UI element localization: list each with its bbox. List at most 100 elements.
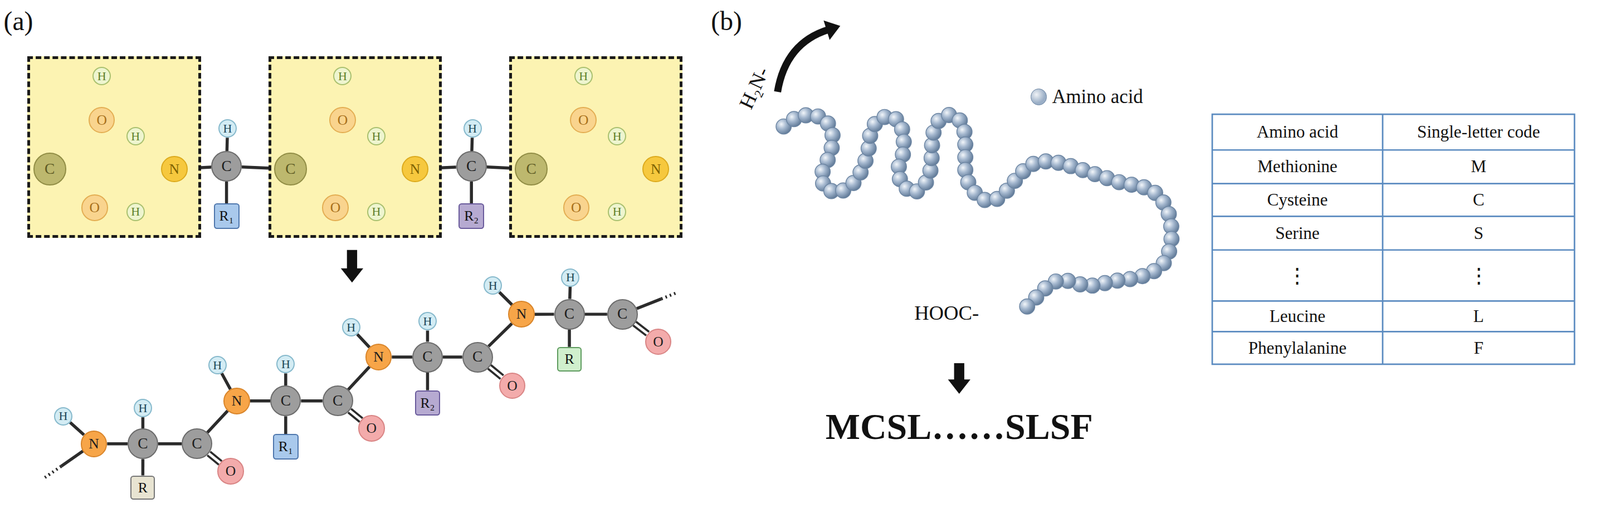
atom-circle: C [514, 152, 548, 186]
bond-stroke [284, 373, 287, 386]
atom-circle: C [270, 385, 301, 417]
atom-label: H [281, 358, 291, 371]
table-rule [1212, 149, 1575, 151]
atom-label: H [130, 205, 140, 218]
table-rule [1212, 300, 1575, 302]
atom-label: C [191, 436, 202, 452]
bond-line [142, 417, 144, 429]
bond-stroke [207, 410, 228, 433]
atom-label: H [371, 130, 381, 143]
r-group-label: R₁ [278, 439, 294, 455]
bond-line [357, 334, 370, 348]
table-cell: ⋮ [1286, 264, 1308, 287]
bond-line [221, 373, 231, 390]
bond-line [226, 137, 228, 151]
bond-line [534, 314, 555, 315]
bond-line [285, 416, 286, 434]
atom-circle: C [211, 150, 242, 182]
atom-label: H [488, 279, 498, 292]
chain-tail [636, 299, 662, 309]
bond-line [285, 373, 286, 386]
bond-line [391, 357, 413, 358]
dashed-box: HOCONHH [268, 56, 442, 238]
bond-line [632, 322, 650, 336]
double-bond-stroke [207, 455, 219, 465]
table-rule [1212, 249, 1575, 251]
atom-circle: H [418, 311, 437, 331]
atom-label: H [566, 271, 575, 284]
atom-circle: H [561, 268, 580, 287]
bond-stroke [141, 459, 145, 476]
double-bond-stroke [488, 368, 501, 380]
atom-label: C [332, 393, 343, 409]
panel-label: (a) [3, 6, 34, 36]
atom-label: C [44, 161, 55, 177]
double-bond-stroke [632, 325, 647, 336]
panel-label: (b) [710, 6, 743, 36]
atom-label: C [526, 161, 537, 177]
atom-label: C [137, 436, 148, 452]
bond-line [300, 400, 323, 402]
atom-label: H [371, 205, 381, 218]
table-cell: S [1473, 223, 1484, 243]
atom-label: H [138, 402, 148, 415]
atom-circle: O [563, 194, 590, 222]
dashed-box: HOCONHH [509, 56, 683, 238]
bond-line [427, 330, 428, 342]
atom-label: H [97, 70, 107, 83]
atom-label: C [221, 158, 232, 174]
atom-circle: H [574, 66, 593, 86]
bond-line [250, 400, 271, 402]
bond-stroke [499, 292, 512, 306]
atom-circle: H [342, 318, 361, 337]
atom-circle: H [54, 407, 73, 426]
table-cell: Methionine [1257, 157, 1338, 177]
r-group-label: R [564, 352, 574, 367]
atom-circle: N [223, 387, 251, 415]
r-group-box: R [557, 347, 582, 372]
r-group-label: R₁ [219, 208, 234, 224]
atom-label: H [59, 410, 68, 423]
bond-line [488, 323, 512, 347]
bond-line [106, 443, 128, 445]
atom-circle: H [126, 202, 145, 222]
atom-label: O [96, 113, 107, 128]
table-cell: Phenylalanine [1248, 338, 1347, 358]
table-cell: M [1470, 157, 1487, 177]
atom-label: O [89, 200, 101, 216]
atom-label: H [223, 122, 233, 135]
r-group-box: R₁ [213, 203, 240, 229]
atom-circle: N [161, 155, 188, 183]
bond-line [471, 137, 473, 151]
table-cell: Leucine [1269, 306, 1326, 326]
direction-arrowhead [823, 20, 841, 41]
atom-circle: N [642, 155, 670, 183]
atom-circle: H [126, 127, 145, 146]
table-rule [1212, 330, 1575, 333]
r-group-box: R [130, 475, 155, 501]
r-group-label: R [138, 480, 148, 496]
bond-stroke [567, 329, 571, 348]
atom-label: C [617, 306, 628, 322]
atom-label: H [578, 70, 588, 83]
atom-circle: H [92, 66, 111, 86]
bond-stroke [584, 312, 608, 316]
atom-label: O [571, 200, 582, 216]
bond-stroke [141, 417, 145, 429]
bond-line [471, 181, 472, 204]
atom-label: O [652, 334, 664, 350]
bond-line [569, 329, 570, 348]
atom-label: C [422, 349, 433, 365]
atom-circle: C [554, 299, 585, 330]
chain-tail-dots [45, 466, 62, 478]
atom-circle: C [274, 152, 307, 186]
bond-stroke [469, 181, 473, 204]
atom-circle: N [80, 430, 108, 458]
atom-circle: H [218, 119, 237, 138]
table-header: Amino acid [1256, 122, 1339, 142]
atom-label: N [410, 162, 421, 177]
atom-label: H [467, 122, 477, 135]
